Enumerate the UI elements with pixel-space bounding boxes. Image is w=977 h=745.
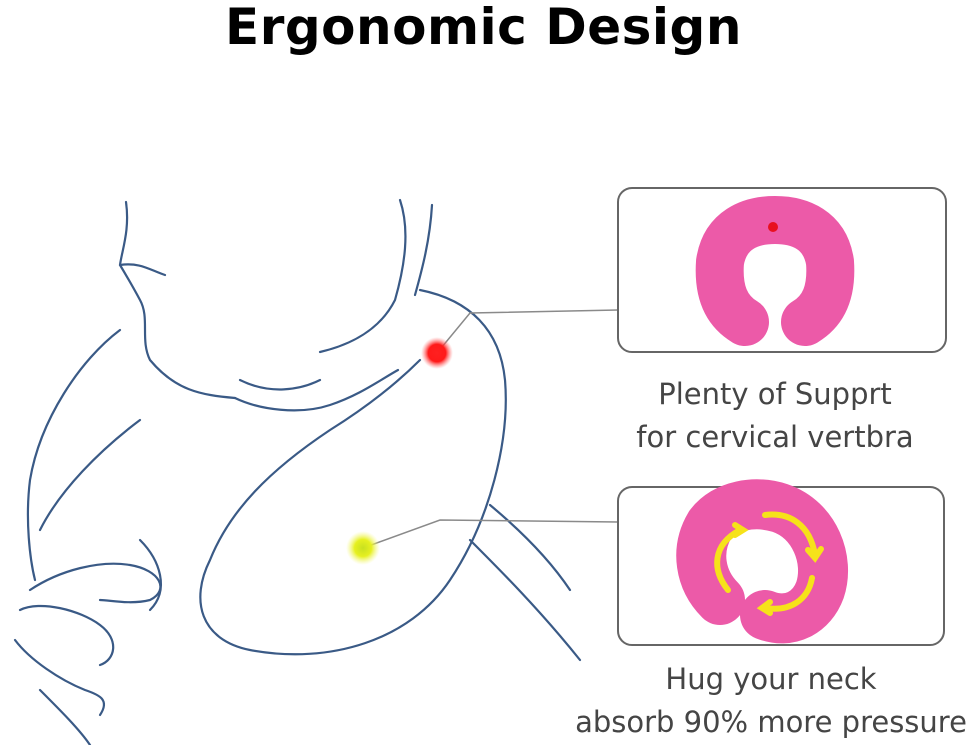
connector-lines — [362, 309, 619, 549]
pillow-top-image — [695, 195, 855, 346]
neck-sketch — [13, 198, 582, 745]
support-caption-line1: Plenty of Supprt — [658, 377, 892, 411]
hug-caption: Hug your neck absorb 90% more pressure — [565, 658, 977, 744]
red-pressure-dot — [421, 337, 453, 369]
support-caption: Plenty of Supprt for cervical vertbra — [600, 373, 950, 459]
yellow-pressure-dot — [346, 531, 380, 565]
pillow-hug-image — [676, 479, 848, 644]
hug-caption-line2: absorb 90% more pressure — [575, 705, 967, 739]
support-caption-line2: for cervical vertbra — [636, 420, 914, 454]
page-title: Ergonomic Design — [225, 0, 742, 56]
pressure-arrows-icon — [714, 511, 824, 616]
hug-caption-line1: Hug your neck — [665, 662, 877, 696]
support-image-frame — [617, 187, 947, 353]
